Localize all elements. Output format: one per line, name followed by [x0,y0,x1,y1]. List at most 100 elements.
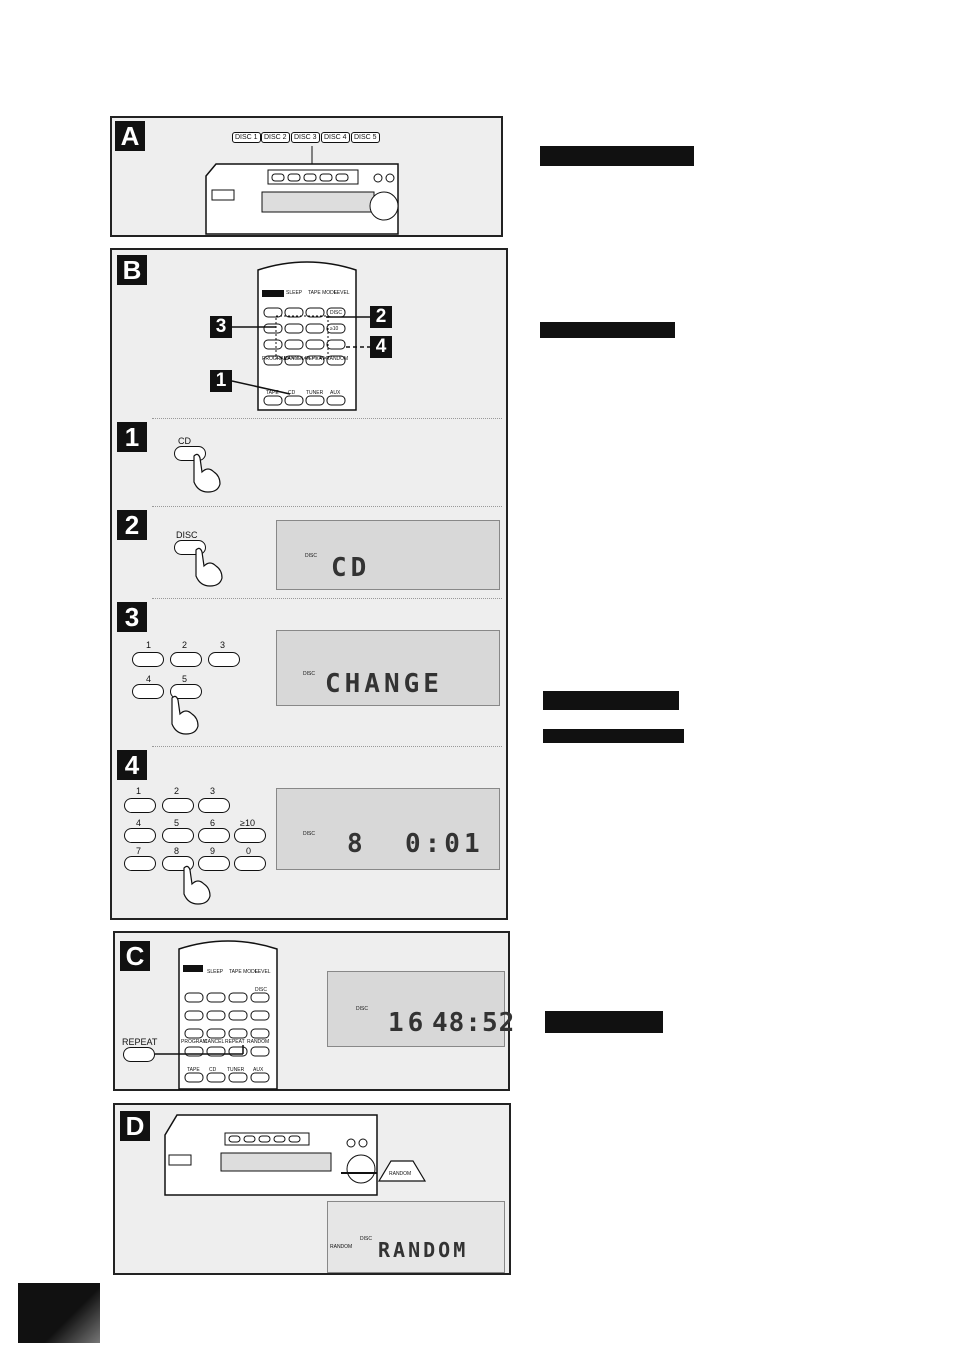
remote-random-label: RANDOM [326,356,349,362]
key-2-label: 2 [174,786,180,796]
step-2-disc-label: DISC [176,530,198,540]
key-2-button[interactable] [162,798,194,813]
heading-bar-3 [543,691,679,710]
remote-tape-label: TAPE [266,390,279,396]
hand-pointer-icon [183,865,211,905]
disc-2-button[interactable]: DISC 2 [261,132,290,143]
key-7-button[interactable] [124,856,156,871]
remote-cancel-label: CANCEL [204,1039,225,1045]
step-4-badge: 4 [117,750,147,780]
key-3-button[interactable] [208,652,240,667]
panel-c: C SLEEP TAPE MODE LEVEL DISC PROGRAM CAN… [113,931,514,1091]
key-4-button[interactable] [132,684,164,699]
remote-repeat-label: REPEAT [305,356,325,362]
key-5-button[interactable] [170,684,202,699]
key-3-label: 3 [210,786,216,796]
key-3-label: 3 [220,640,226,650]
lcd-track-number: 16 [388,1008,428,1038]
repeat-label: REPEAT [122,1037,158,1047]
lcd-disc-label: DISC [356,1006,368,1012]
key-3-button[interactable] [198,798,230,813]
callout-3: 3 [210,316,232,338]
stereo-unit-illustration-a [205,146,399,235]
remote-random-label: RANDOM [247,1039,270,1045]
lcd-disc-label: DISC [305,553,317,559]
heading-bar-1 [540,146,694,166]
panel-b-badge: B [117,255,147,285]
remote-program-label: PROGRAM [262,356,288,362]
key-0-button[interactable] [234,856,266,871]
remote-tapemode-label: TAPE MODE [308,290,338,296]
hand-pointer-icon [171,695,199,735]
repeat-button[interactable] [123,1047,155,1062]
lcd-track-number: 8 [347,829,367,859]
remote-aux-label: AUX [330,390,341,396]
lcd-display-step4: DISC 8 0:01 [276,788,500,870]
key-2-label: 2 [182,640,188,650]
key-8-label: 8 [174,846,180,856]
step-1-cd-label: CD [178,436,191,446]
divider-3 [152,598,502,599]
key-4-button[interactable] [124,828,156,843]
remote-cd-label: CD [288,390,296,396]
disc-1-button[interactable]: DISC 1 [232,132,261,143]
random-button[interactable]: RANDOM [389,1171,412,1177]
lcd-display-d: RANDOM DISC RANDOM [327,1201,505,1273]
remote-disc-label: DISC [255,987,267,993]
lcd-change-text: CHANGE [325,669,443,699]
key-9-button[interactable] [198,856,230,871]
key-7-label: 7 [136,846,142,856]
random-pointer-line [341,1172,377,1174]
lcd-random-label: RANDOM [330,1244,353,1250]
stereo-unit-illustration-d [164,1114,378,1196]
panel-d: D RANDOM RANDOM DISC RANDOM [113,1103,511,1275]
lcd-elapsed-time: 0:01 [405,829,484,859]
key-1-button[interactable] [124,798,156,813]
remote-aux-label: AUX [253,1067,264,1073]
disc-5-button[interactable]: DISC 5 [351,132,380,143]
callout-4: 4 [370,336,392,358]
panel-b: B SLEEP TAPE MODE LEVEL DISC ≥10 PROGRAM… [110,248,508,920]
hand-pointer-icon [195,547,223,587]
key-1-button[interactable] [132,652,164,667]
repeat-pointer-line [155,1045,244,1055]
lcd-display-c: DISC 16 48:52 [327,971,514,1047]
lcd-total-time: 48:52 [432,1008,516,1038]
remote-repeat-label: REPEAT [225,1039,245,1045]
step-3-badge: 3 [117,602,147,632]
disc-3-button[interactable]: DISC 3 [291,132,320,143]
page-corner-mark [18,1283,100,1343]
lcd-random-text: RANDOM [378,1238,469,1262]
key-5-button[interactable] [162,828,194,843]
remote-tape-label: TAPE [187,1067,200,1073]
panel-d-badge: D [120,1111,150,1141]
lcd-disc-label: DISC [360,1236,372,1242]
lcd-display-step2: DISC CD [276,520,500,590]
disc-4-button[interactable]: DISC 4 [321,132,350,143]
divider-4 [152,746,502,747]
step-1-badge: 1 [117,422,147,452]
random-button-shape [377,1160,427,1182]
key-ge10-button[interactable] [234,828,266,843]
callout-1: 1 [210,370,232,392]
lcd-disc-label: DISC [303,831,315,837]
remote-level-label: LEVEL [334,290,350,296]
key-5-label: 5 [174,818,180,828]
key-9-label: 9 [210,846,216,856]
remote-program-label: PROGRAM [181,1039,207,1045]
panel-c-badge: C [120,941,150,971]
hand-pointer-icon [193,453,221,493]
heading-bar-5 [545,1011,663,1033]
key-6-button[interactable] [198,828,230,843]
key-2-button[interactable] [170,652,202,667]
divider-2 [152,506,502,507]
callout-lines [231,316,370,395]
remote-tuner-label: TUNER [306,390,324,396]
step-2-badge: 2 [117,510,147,540]
key-4-label: 4 [146,674,152,684]
remote-cancel-label: CANCEL [284,356,305,362]
remote-sleep-label: SLEEP [286,290,303,296]
key-1-label: 1 [136,786,142,796]
key-ge10-label: ≥10 [240,818,255,828]
panel-a-badge: A [115,121,145,151]
